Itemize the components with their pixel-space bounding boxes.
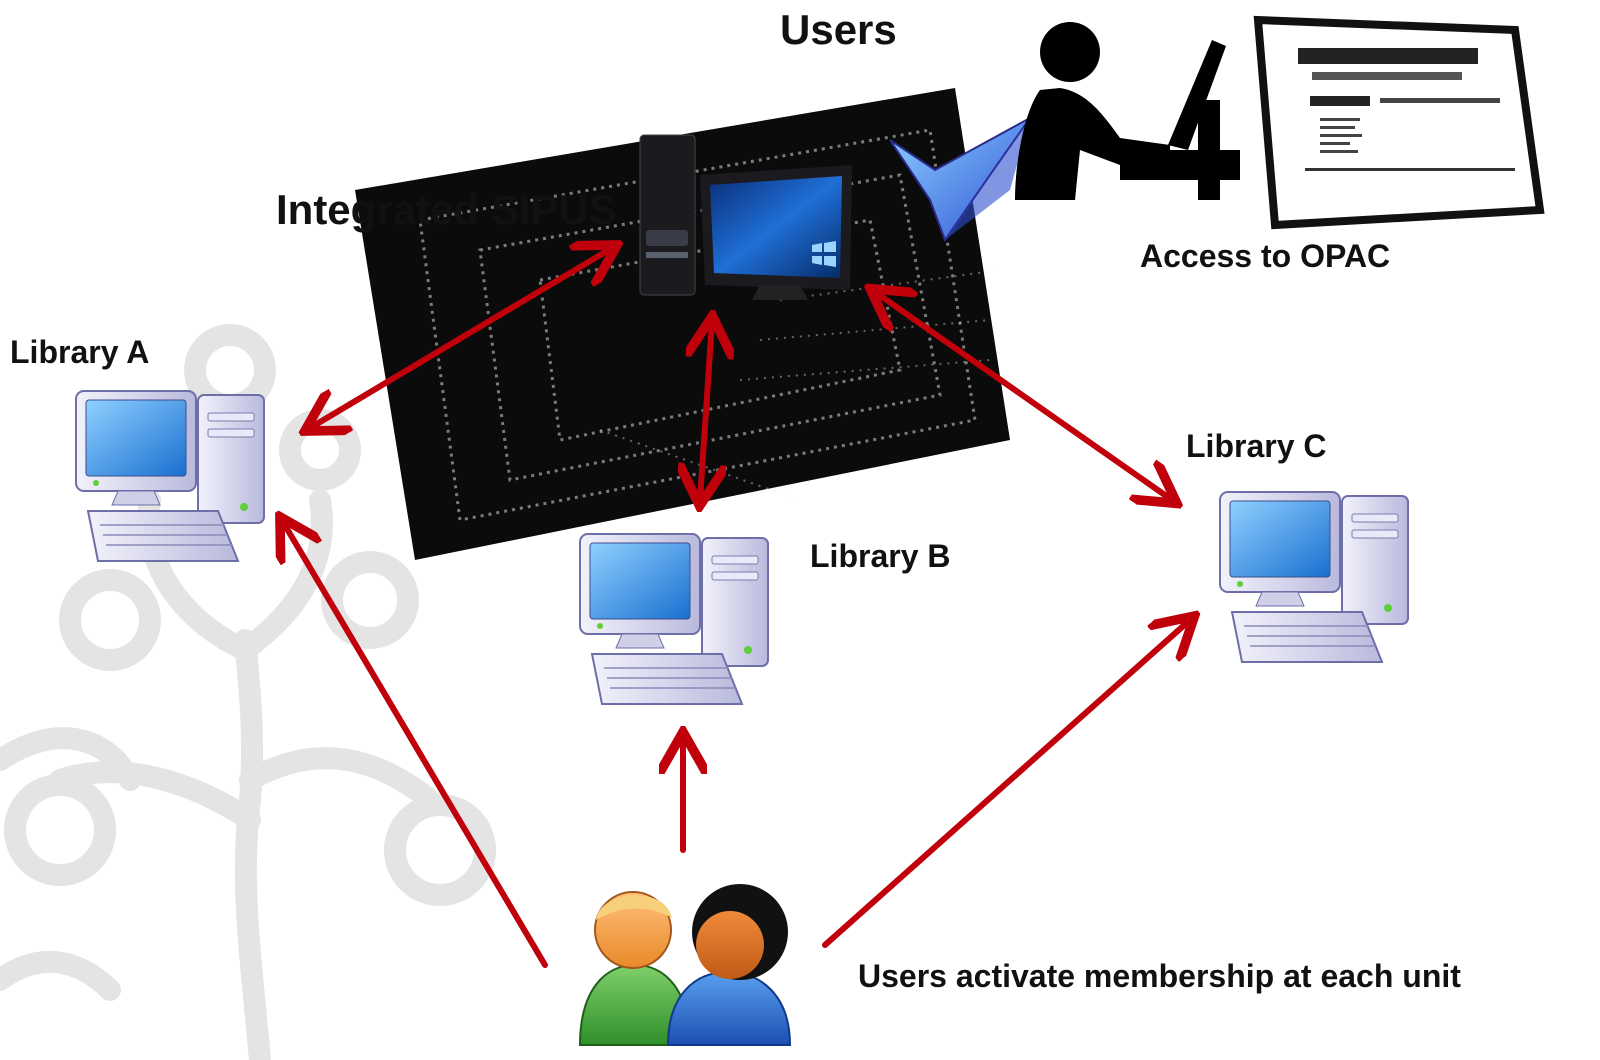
arrow-users-library-c [822, 620, 1190, 948]
opac-label: Access to OPAC [1140, 238, 1391, 274]
library-a-computer-icon [75, 390, 265, 562]
library-c-computer-icon [1219, 491, 1409, 663]
server-label: Integrated SIPUS [276, 186, 617, 233]
page-title: Users [780, 6, 897, 53]
opac-webpage-icon [1253, 15, 1545, 230]
arrow-server-library-b [700, 322, 712, 500]
library-a-label: Library A [10, 334, 150, 370]
library-c-label: Library C [1186, 428, 1327, 464]
users-group-icon [578, 884, 792, 1046]
arrow-server-library-c [875, 292, 1172, 500]
connection-arrows [283, 248, 1190, 968]
arrow-server-library-a [310, 248, 612, 428]
library-b-label: Library B [810, 538, 951, 574]
membership-caption: Users activate membership at each unit [858, 958, 1461, 994]
user-at-desk-icon [1015, 22, 1240, 200]
arrow-users-library-a [283, 522, 548, 968]
server-computer-icon [639, 134, 852, 300]
library-b-computer-icon [579, 533, 769, 705]
pointer-arrow-icon [889, 117, 1031, 243]
